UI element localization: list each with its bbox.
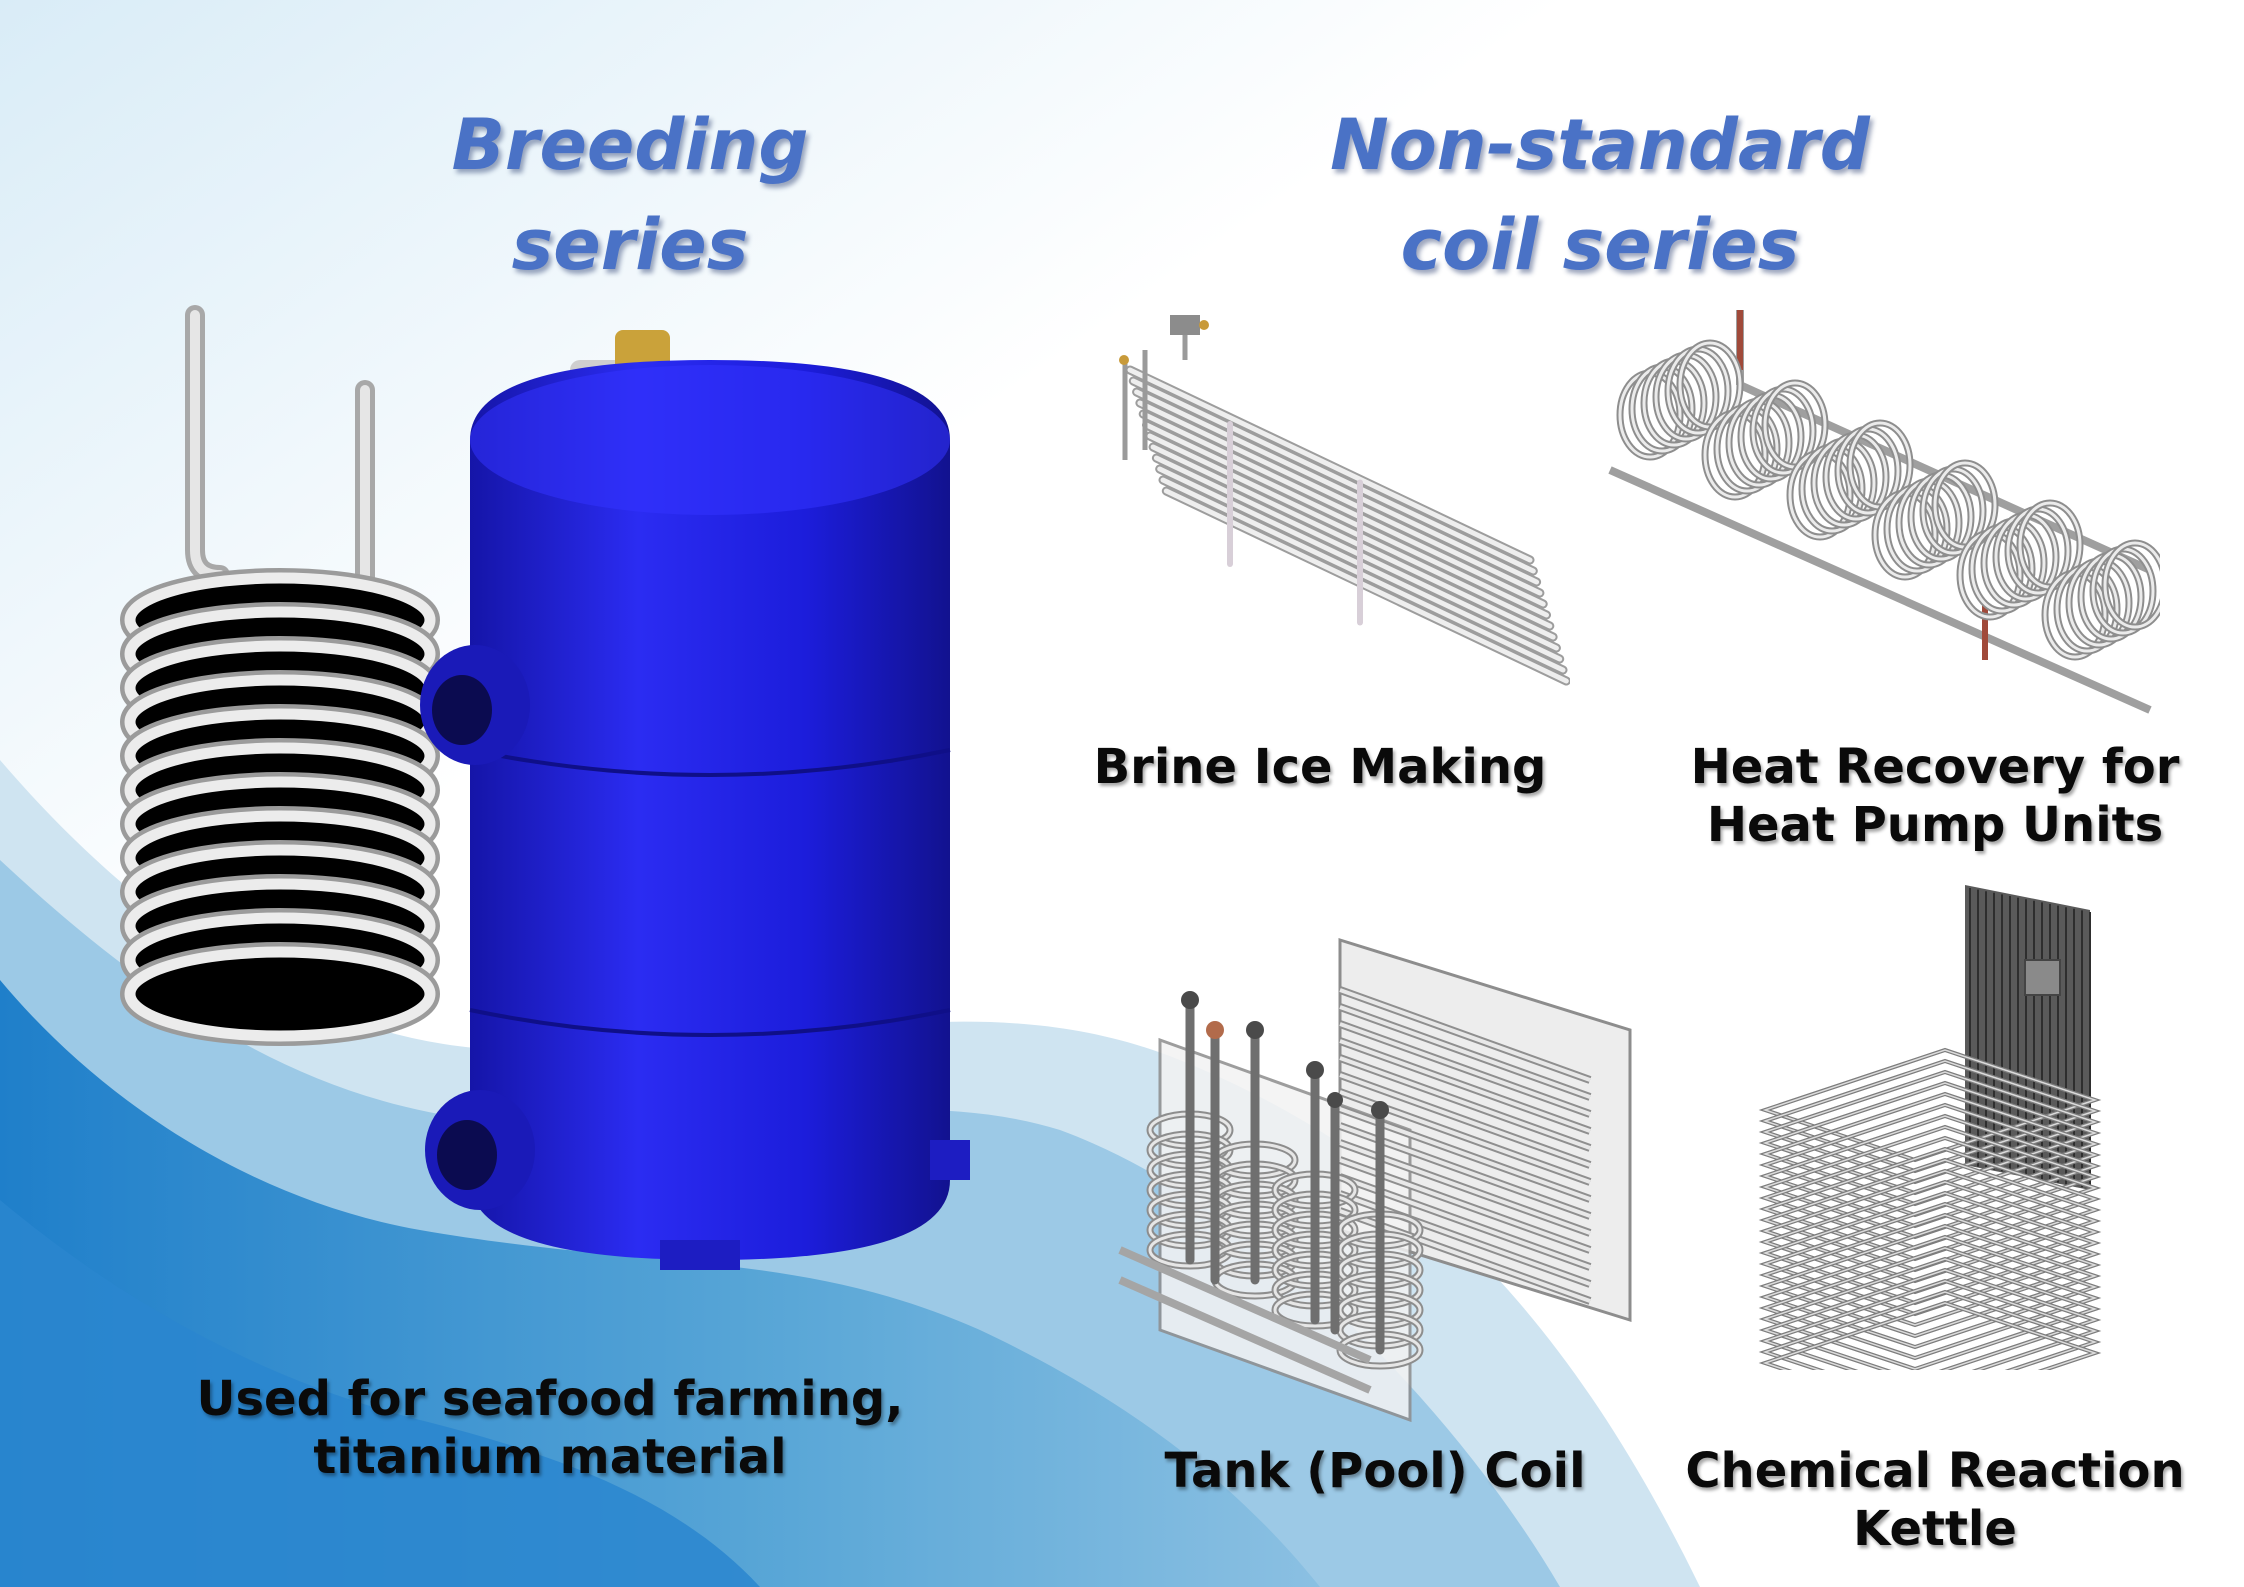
nonstandard-series-title: Non-standard coil series: [1290, 95, 1910, 295]
tank-pool-coil-caption: Tank (Pool) Coil: [1164, 1443, 1586, 1499]
nonstandard-title-line2: coil series: [1400, 204, 1800, 286]
breeding-caption: Used for seafood farming, titanium mater…: [160, 1370, 940, 1486]
chemical-caption-line2: Kettle: [1853, 1501, 2017, 1557]
chemical-reaction-kettle-caption: Chemical Reaction Kettle: [1640, 1442, 2230, 1558]
titanium-coil-image: [120, 305, 440, 1046]
heat-recovery-image: [1608, 310, 2160, 714]
breeding-caption-line2: titanium material: [313, 1429, 787, 1485]
brine-ice-making-caption: Brine Ice Making: [1093, 739, 1547, 795]
chemical-caption-line1: Chemical Reaction: [1685, 1443, 2185, 1499]
brine-tubes: [1125, 365, 1570, 686]
brine-ice-making-image: [1119, 315, 1570, 686]
kettle-rings: [1758, 1047, 2102, 1370]
tank-pool-coil-image: [1118, 937, 1632, 1423]
heat-recovery-caption-line2: Heat Pump Units: [1706, 797, 2164, 853]
nonstandard-title-line1: Non-standard: [1330, 104, 1870, 186]
heat-recovery-caption-line1: Heat Recovery for: [1690, 739, 2180, 795]
heat-recovery-caption: Heat Recovery for Heat Pump Units: [1640, 738, 2230, 854]
coil-rings: [120, 568, 440, 1046]
breeding-series-title: Breeding series: [451, 104, 809, 286]
chemical-reaction-kettle-image: [1758, 885, 2102, 1370]
breeding-caption-line1: Used for seafood farming,: [196, 1371, 904, 1427]
heat-recovery-coils: [1616, 339, 2160, 661]
blue-tank-image: [420, 330, 970, 1270]
